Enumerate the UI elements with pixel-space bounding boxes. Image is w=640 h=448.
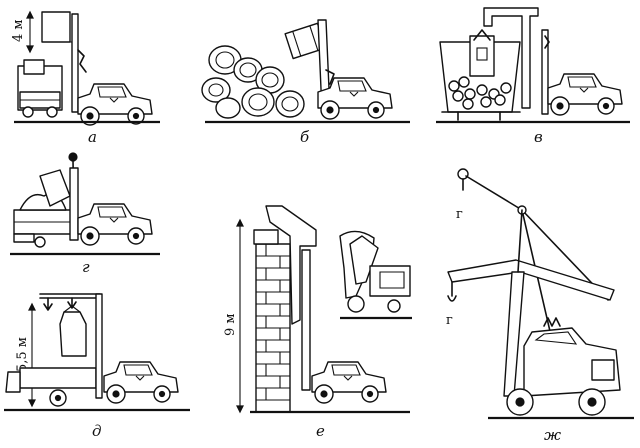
suspended-load-d bbox=[59, 311, 87, 357]
elevated-load-a bbox=[41, 11, 71, 43]
caption-d: д bbox=[92, 422, 102, 440]
panel-e: 9 м bbox=[223, 205, 412, 440]
panel-b: б bbox=[201, 19, 410, 146]
caption-a: а bbox=[88, 128, 97, 146]
panel-a: 4 м а bbox=[11, 10, 160, 146]
inset-bucket-truck-e bbox=[339, 230, 412, 320]
hook-label-top: г bbox=[456, 207, 463, 222]
panel-zh: г г ж bbox=[446, 168, 634, 444]
caption-g: г bbox=[82, 258, 90, 276]
caption-e: е bbox=[316, 422, 325, 440]
caption-zh: ж bbox=[544, 426, 561, 444]
panel-v: в bbox=[436, 7, 630, 146]
panel-g: г bbox=[10, 152, 160, 276]
grab-bucket-v bbox=[469, 35, 495, 77]
dimension-label-e: 9 м bbox=[223, 313, 238, 336]
dimension-label-d: 5,5 м bbox=[15, 337, 30, 372]
dimension-label-a: 4 м bbox=[11, 19, 26, 42]
caption-v: в bbox=[534, 128, 543, 146]
telescopic-boom-e bbox=[265, 205, 317, 325]
caption-b: б bbox=[300, 128, 310, 146]
panel-d: 5,5 м д bbox=[4, 293, 190, 440]
hook-label-bottom: г bbox=[446, 313, 453, 328]
